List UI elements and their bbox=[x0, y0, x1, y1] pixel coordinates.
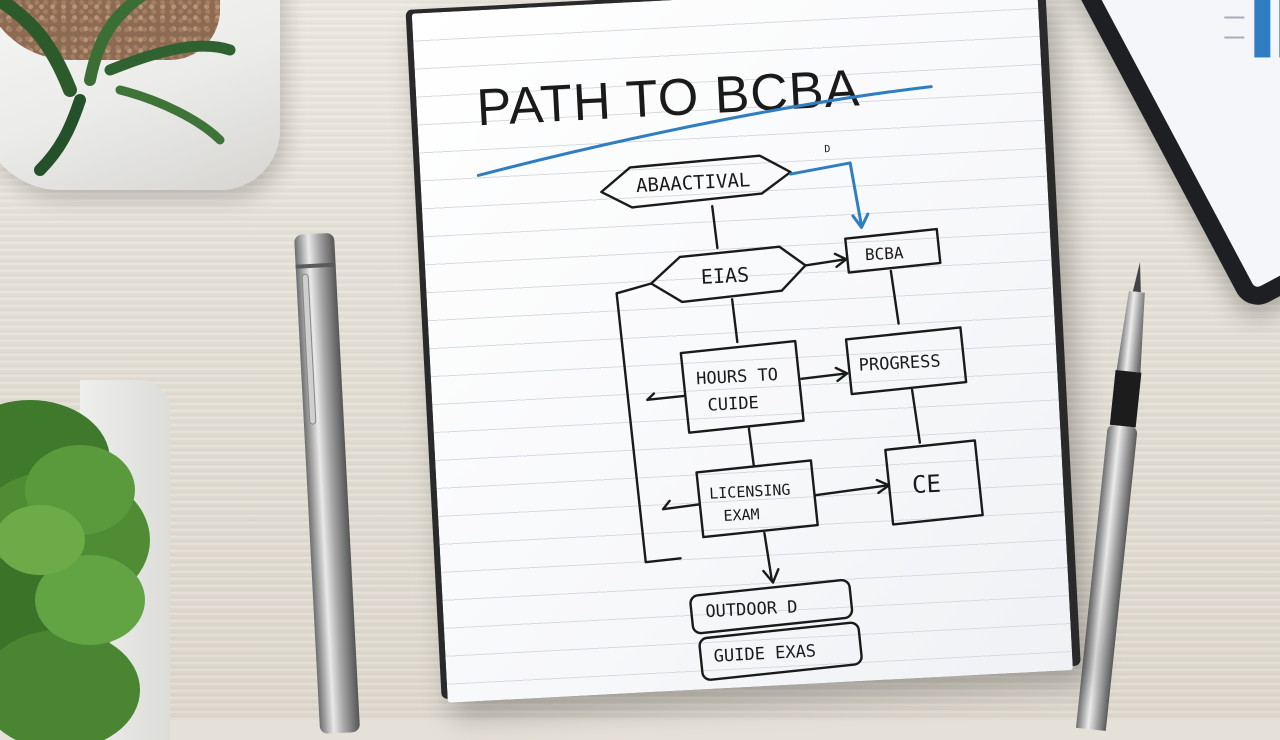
arrow-progress-ce bbox=[912, 390, 920, 443]
blue-arrow-label: D bbox=[824, 144, 831, 155]
top-plant-pot bbox=[0, 0, 280, 190]
hours-node-label-1: HOURS TO bbox=[696, 365, 779, 389]
flowchart-diagram: PATH TO BCBA ABAACTIVAL D EIAS BCBA bbox=[412, 0, 1073, 703]
ce-node-label: CE bbox=[911, 470, 941, 499]
plant-leaves-icon bbox=[0, 0, 280, 190]
succulent-icon bbox=[0, 340, 170, 740]
notebook-page: PATH TO BCBA ABAACTIVAL D EIAS BCBA bbox=[412, 0, 1073, 703]
bottom-node-2-label: GUIDE EXAS bbox=[713, 641, 816, 666]
arrow-start-decision bbox=[712, 206, 717, 248]
left-loop-line bbox=[616, 283, 680, 563]
page-title: PATH TO BCBA bbox=[475, 59, 861, 137]
licensing-node-label-1: LICENSING bbox=[709, 481, 791, 503]
licensing-node-label-2: EXAM bbox=[723, 505, 760, 525]
decision-node-label: EIAS bbox=[700, 262, 749, 288]
arrow-decision-hours bbox=[732, 299, 737, 342]
start-node-label: ABAACTIVAL bbox=[635, 169, 750, 197]
blue-connector-arrow bbox=[790, 163, 861, 229]
left-arrow-hours bbox=[647, 392, 684, 400]
notebook: PATH TO BCBA ABAACTIVAL D EIAS BCBA bbox=[405, 0, 1086, 699]
hours-node-label-2: CUIDE bbox=[707, 393, 759, 416]
left-arrow-exam bbox=[663, 499, 700, 509]
progress-node-label: PROGRESS bbox=[858, 351, 941, 375]
bcba-node-label: BCBA bbox=[864, 243, 904, 264]
arrow-bcba-progress bbox=[891, 271, 899, 324]
bottom-node-1-label: OUTDOOR D bbox=[705, 597, 798, 622]
arrow-hours-licensing bbox=[749, 428, 754, 466]
arrow-licensing-ce bbox=[815, 485, 887, 495]
